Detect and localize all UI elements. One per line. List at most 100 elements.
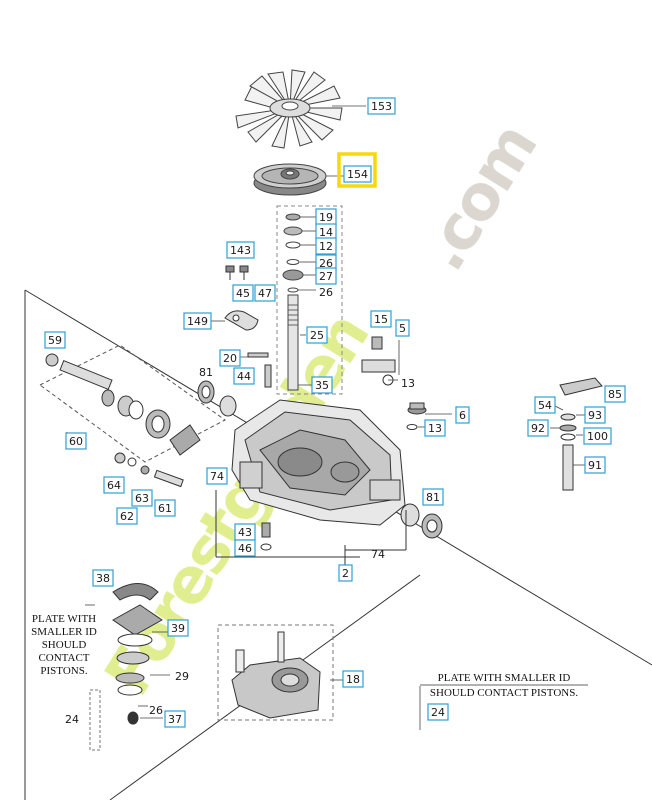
part-label: 35	[315, 379, 329, 392]
part-label-box	[604, 385, 626, 403]
part-label: 43	[238, 526, 252, 539]
part-label-highlighted: 154	[347, 168, 368, 181]
part-label: 27	[319, 270, 333, 283]
part-label-box	[44, 331, 66, 349]
part-label: 74	[210, 470, 224, 483]
part-label-box	[370, 310, 392, 328]
note-left-line3: SHOULD	[42, 639, 87, 651]
part-label-box	[206, 467, 228, 485]
part-label-box	[103, 476, 125, 494]
part-label-box	[342, 670, 364, 688]
part-label-box	[232, 284, 254, 302]
note-right-line1: PLATE WITH SMALLER ID	[438, 672, 571, 684]
pump-block-icon	[217, 624, 334, 721]
part-label: 60	[69, 435, 83, 448]
fan-icon	[235, 69, 343, 149]
part-label: 54	[538, 399, 552, 412]
part-label-box	[422, 488, 444, 506]
watermark-gray-text: .com	[406, 112, 550, 283]
part-label-box	[584, 406, 606, 424]
pulley-icon	[253, 163, 327, 196]
part-label-box	[306, 326, 328, 344]
part-label-box	[527, 419, 549, 437]
part-label-box	[315, 267, 337, 285]
part-label-box	[154, 499, 176, 517]
small-parts-icons	[114, 452, 184, 488]
part-label-box	[315, 237, 337, 255]
bolt-icons	[225, 265, 249, 280]
part-label: 14	[319, 226, 333, 239]
piston-stack-icon	[89, 583, 163, 751]
bearing-icon	[197, 380, 237, 417]
part-label: 92	[531, 422, 545, 435]
note-left-line1: PLATE WITH	[32, 613, 96, 625]
lever-icon	[224, 310, 259, 331]
part-label-box	[584, 456, 606, 474]
transaxle-housing-icon	[231, 399, 406, 526]
part-label-box	[116, 507, 138, 525]
part-label-box	[131, 489, 153, 507]
part-label-box	[65, 432, 87, 450]
part-label: 24	[65, 713, 79, 726]
part-label: 47	[258, 287, 272, 300]
fitting-icon	[260, 522, 272, 551]
note-left-line4: CONTACT	[38, 652, 89, 664]
part-label-box	[254, 284, 276, 302]
part-label-box	[583, 427, 612, 445]
part-label-box	[167, 619, 189, 637]
note-right: PLATE WITH SMALLER ID SHOULD CONTACT PIS…	[420, 672, 588, 699]
bearing-right-icon	[400, 503, 443, 539]
right-shaft-icon	[559, 377, 603, 491]
part-label-box	[395, 319, 410, 337]
part-label: 149	[187, 315, 208, 328]
input-shaft-group	[276, 205, 343, 395]
part-label-box	[338, 564, 353, 582]
part-label-box	[311, 376, 333, 394]
part-label: 26	[149, 704, 163, 717]
part-label: 26	[319, 286, 333, 299]
part-label: 20	[223, 352, 237, 365]
highlight-box	[337, 152, 377, 188]
part-label: 26	[319, 257, 333, 270]
part-label: 143	[230, 244, 251, 257]
part-label: 37	[168, 713, 182, 726]
part-label: 93	[588, 409, 602, 422]
part-label: 100	[587, 430, 608, 443]
part-label: 91	[588, 459, 602, 472]
note-left-line2: SMALLER ID	[31, 626, 97, 638]
part-label-box	[534, 396, 556, 414]
part-label: 19	[319, 211, 333, 224]
part-label: 153	[371, 100, 392, 113]
part-label: 85	[608, 388, 622, 401]
part-label: 44	[237, 370, 251, 383]
valve-icon	[361, 336, 396, 386]
part-label: 6	[459, 409, 466, 422]
part-label: 81	[426, 491, 440, 504]
part-label: 13	[401, 377, 415, 390]
part-label: 29	[175, 670, 189, 683]
part-label-box	[455, 406, 470, 424]
part-label-box	[427, 703, 449, 721]
part-label: 15	[374, 313, 388, 326]
part-label-box	[343, 165, 372, 183]
part-label: 81	[199, 366, 213, 379]
part-label-box	[219, 349, 241, 367]
part-label-box	[92, 569, 114, 587]
part-label: 61	[158, 502, 172, 515]
part-label: 2	[342, 567, 349, 580]
plug-icon	[406, 402, 427, 430]
part-label: 46	[238, 542, 252, 555]
part-label: 38	[96, 572, 110, 585]
shaft-assembly	[39, 344, 226, 463]
part-label-box	[183, 312, 212, 330]
part-label-box	[234, 539, 256, 557]
note-left-line5: PISTONS.	[40, 665, 87, 677]
note-left: PLATE WITH SMALLER ID SHOULD CONTACT PIS…	[31, 613, 97, 677]
part-label: 13	[428, 422, 442, 435]
part-label: 62	[120, 510, 134, 523]
part-label: 63	[135, 492, 149, 505]
part-label: 5	[399, 322, 406, 335]
part-label: 74	[371, 548, 385, 561]
